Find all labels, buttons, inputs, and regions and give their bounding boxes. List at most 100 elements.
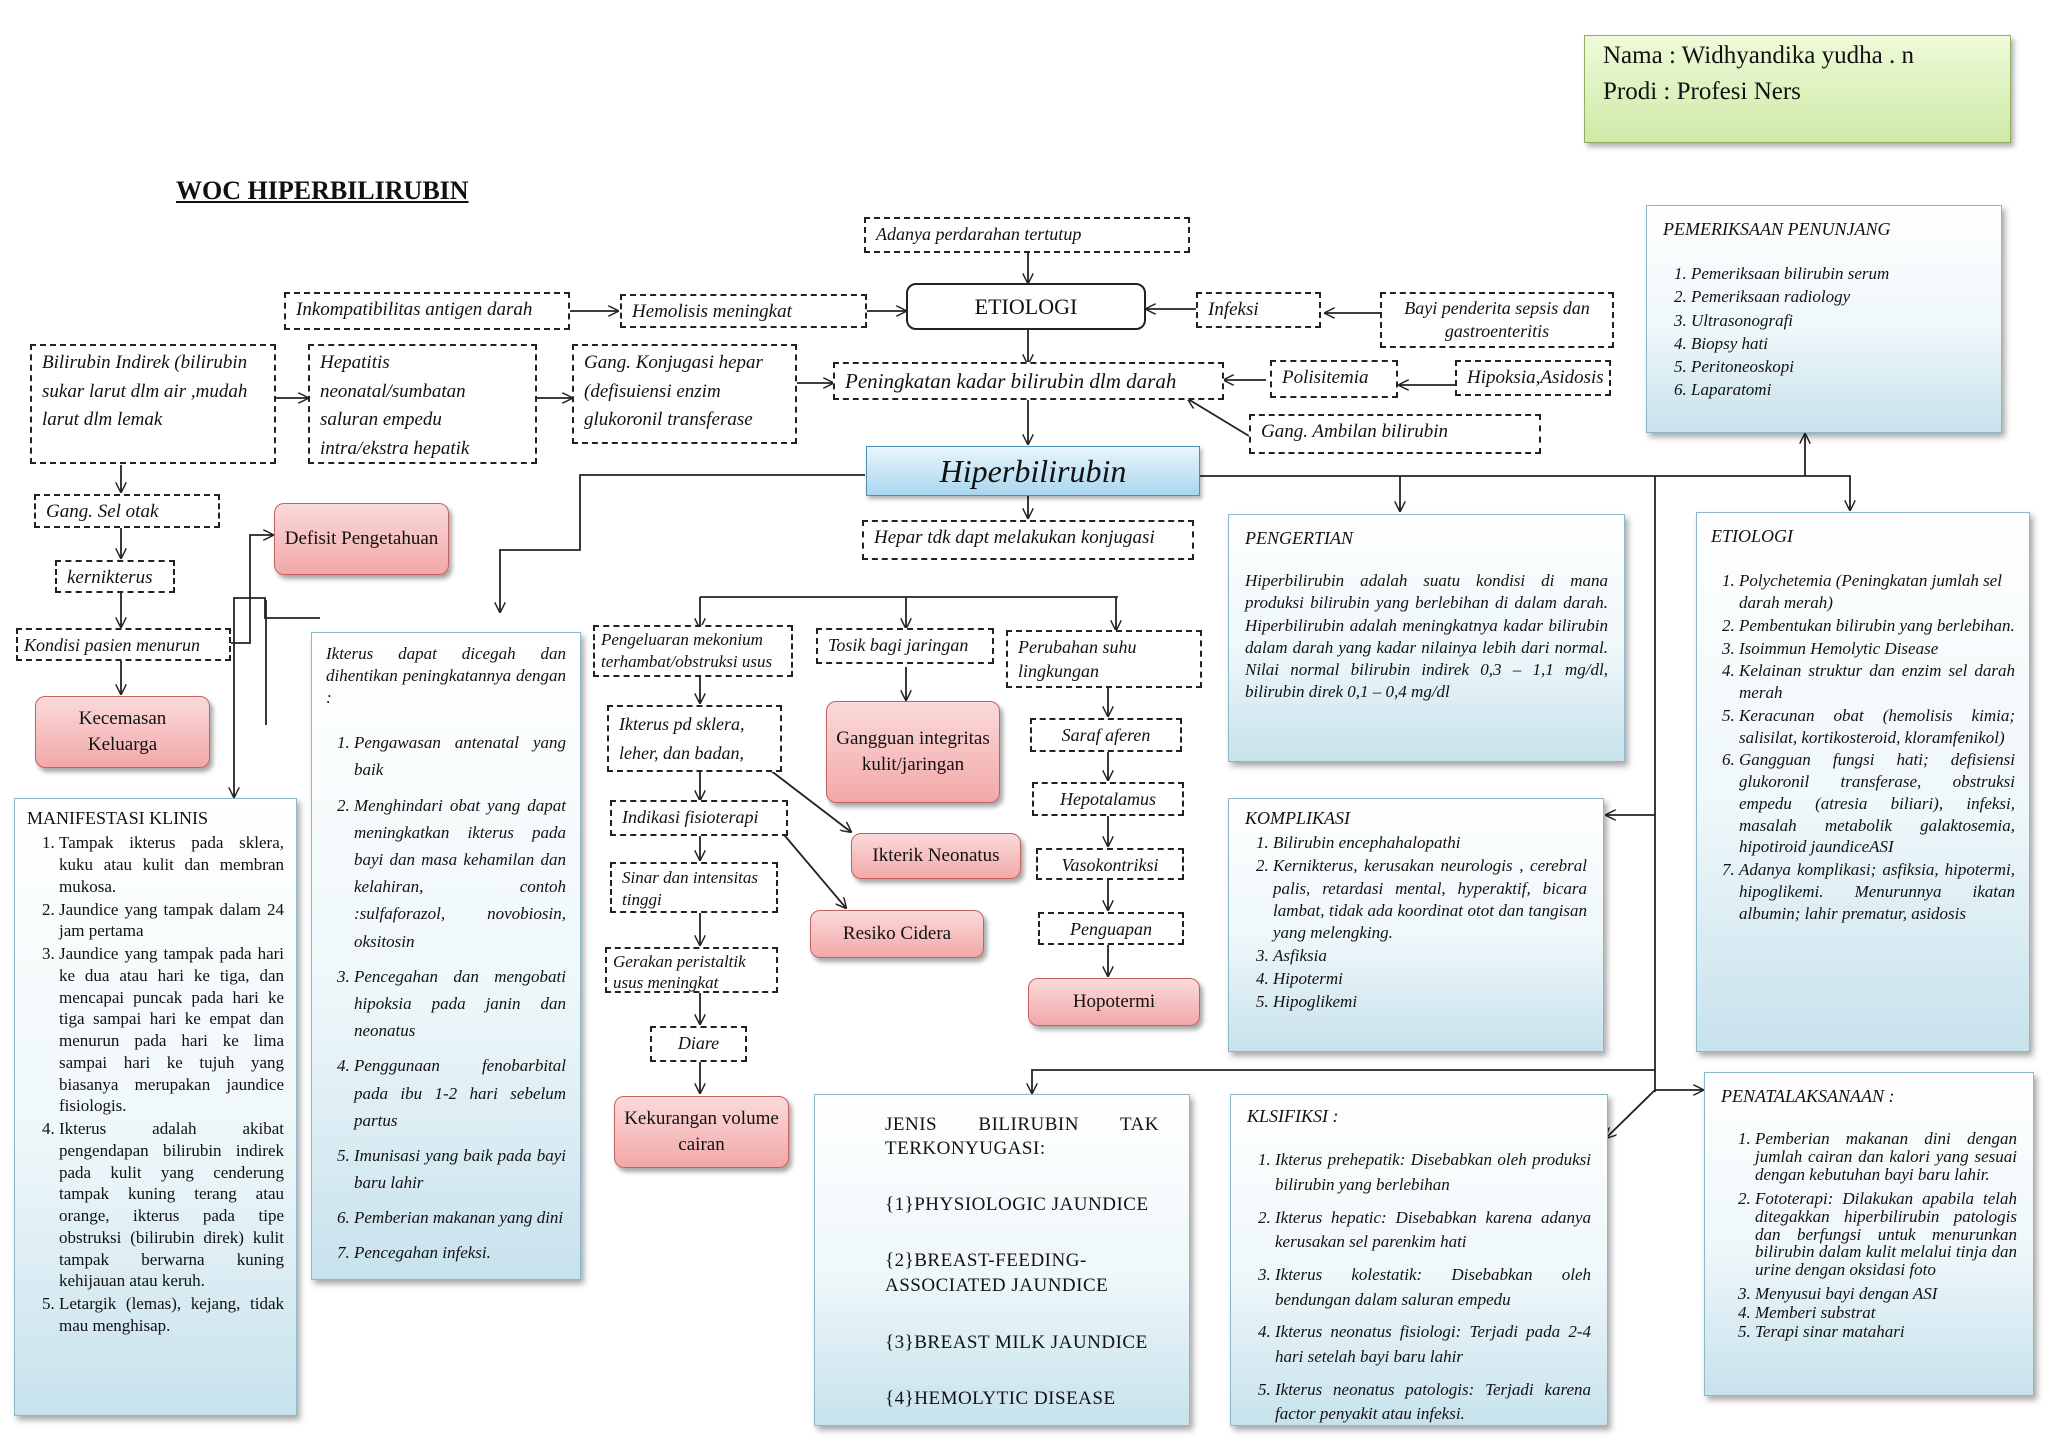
node-sinar: Sinar dan intensitas tinggi (610, 862, 778, 913)
panel-etiologi: ETIOLOGI Polychetemia (Peningkatan jumla… (1696, 512, 2030, 1052)
jenis-item-2: {2}BREAST-FEEDING-ASSOCIATED JAUNDICE (885, 1250, 1109, 1296)
list-item: Hipoglikemi (1273, 991, 1587, 1013)
node-ambilan: Gang. Ambilan bilirubin (1249, 414, 1541, 454)
node-toksik: Tosik bagi jaringan (816, 628, 994, 664)
panel-jenis-title: JENIS BILIRUBIN TAK TERKONYUGASI: (885, 1114, 1159, 1159)
panel-pemeriksaan: PEMERIKSAAN PENUNJANG Pemeriksaan biliru… (1646, 205, 2002, 433)
node-etiologi: ETIOLOGI (906, 283, 1146, 330)
node-vasokontriksi: Vasokontriksi (1036, 848, 1184, 880)
list-item: Jaundice yang tampak dalam 24 jam pertam… (59, 899, 284, 943)
panel-komplikasi: KOMPLIKASI Bilirubin encephahalopathi Ke… (1228, 798, 1604, 1052)
diagnosis-resiko: Resiko Cidera (810, 910, 984, 958)
list-item: Pemberian makanan dini dengan jumlah cai… (1755, 1130, 2017, 1184)
list-item: Isoimmun Hemolytic Disease (1739, 638, 2015, 660)
list-item: Pemberian makanan yang dini (354, 1204, 566, 1231)
node-bilirubin-indirek: Bilirubin Indirek (bilirubin sukar larut… (30, 344, 276, 464)
list-item: Ikterus neonatus patologis: Terjadi kare… (1275, 1378, 1591, 1427)
list-item: Biopsy hati (1691, 333, 1985, 355)
node-hipoksia: Hipoksia,Asidosis (1455, 360, 1611, 396)
panel-penatalaksanaan: PENATALAKSANAAN : Pemberian makanan dini… (1704, 1072, 2034, 1396)
list-item: Asfiksia (1273, 945, 1587, 967)
panel-jenis: JENIS BILIRUBIN TAK TERKONYUGASI: {1}PHY… (814, 1094, 1190, 1426)
list-item: Ikterus kolestatik: Disebabkan oleh bend… (1275, 1263, 1591, 1312)
node-gerakan: Gerakan peristaltik usus meningkat (605, 947, 778, 993)
node-hemolisis: Hemolisis meningkat (620, 294, 867, 328)
node-konjugasi: Gang. Konjugasi hepar (defisuiensi enzim… (572, 344, 797, 444)
list-item: Imunisasi yang baik pada bayi baru lahir (354, 1142, 566, 1196)
panel-etiologi-title: ETIOLOGI (1711, 526, 1794, 546)
node-polisitemia: Polisitemia (1270, 360, 1398, 398)
list-item: Pemeriksaan bilirubin serum (1691, 263, 1985, 285)
panel-pengertian-title: PENGERTIAN (1245, 528, 1353, 548)
panel-klasifikasi: KLSIFIKSI : Ikterus prehepatik: Disebabk… (1230, 1094, 1608, 1426)
panel-komplikasi-title: KOMPLIKASI (1245, 808, 1350, 828)
panel-pencegahan: Ikterus dapat dicegah dan dihentikan pen… (311, 632, 581, 1280)
node-penguapan: Penguapan (1038, 912, 1184, 945)
list-item: Pencegahan dan mengobati hipoksia pada j… (354, 963, 566, 1045)
node-inkompatibilitas: Inkompatibilitas antigen darah (284, 292, 570, 330)
node-ikterus-sklera: Ikterus pd sklera, leher, dan badan, (607, 705, 782, 772)
jenis-item-1: {1}PHYSIOLOGIC JAUNDICE (885, 1193, 1149, 1215)
komplikasi-list: Bilirubin encephahalopathi Kernikterus, … (1245, 832, 1587, 1013)
node-perdarahan: Adanya perdarahan tertutup (864, 217, 1190, 253)
list-item: Memberi substrat (1755, 1304, 2017, 1322)
list-item: Fototerapi: Dilakukan apabila telah dite… (1755, 1189, 2017, 1279)
diagnosis-kekurangan: Kekurangan volume cairan (614, 1096, 789, 1168)
list-item: Laparatomi (1691, 379, 1985, 401)
node-mekonium: Pengeluaran mekonium terhambat/obstruksi… (593, 625, 793, 677)
list-item: Gangguan fungsi hati; defisiensi glukoro… (1739, 749, 2015, 858)
list-item: Menghindari obat yang dapat meningkatkan… (354, 792, 566, 955)
list-item: Ikterus hepatic: Disebabkan karena adany… (1275, 1206, 1591, 1255)
diagnosis-hipotermi: Hopotermi (1028, 978, 1200, 1026)
pengertian-text: Hiperbilirubin adalah suatu kondisi di m… (1245, 571, 1608, 701)
klasifikasi-list: Ikterus prehepatik: Disebabkan oleh prod… (1247, 1148, 1591, 1426)
node-sepsis: Bayi penderita sepsis dan gastroenteriti… (1380, 292, 1614, 348)
list-item: Pemeriksaan radiology (1691, 286, 1985, 308)
list-item: Keracunan obat (hemolisis kimia; salisil… (1739, 705, 2015, 749)
list-item: Ultrasonografi (1691, 310, 1985, 332)
node-infeksi: Infeksi (1196, 292, 1321, 328)
pencegahan-list: Pengawasan antenatal yang baik Menghinda… (326, 729, 566, 1266)
node-hepatitis: Hepatitis neonatal/sumbatan saluran empe… (308, 344, 537, 464)
author-prodi: Prodi : Profesi Ners (1603, 78, 1801, 106)
node-hiperbilirubin: Hiperbilirubin (866, 446, 1200, 496)
list-item: Pengawasan antenatal yang baik (354, 729, 566, 783)
list-item: Terapi sinar matahari (1755, 1322, 2017, 1341)
list-item: Kernikterus, kerusakan neurologis , cere… (1273, 855, 1587, 943)
node-sel-otak: Gang. Sel otak (34, 494, 220, 528)
panel-manifestasi-title: MANIFESTASI KLINIS (27, 808, 209, 828)
list-item: Ikterus adalah akibat pengendapan biliru… (59, 1118, 284, 1292)
panel-penatalaksanaan-title: PENATALAKSANAAN : (1721, 1086, 1895, 1106)
node-peningkatan: Peningkatan kadar bilirubin dlm darah (833, 362, 1224, 400)
list-item: Pembentukan bilirubin yang berlebihan. (1739, 615, 2015, 637)
diagnosis-defisit: Defisit Pengetahuan (274, 503, 449, 575)
list-item: Kelainan struktur dan enzim sel darah me… (1739, 660, 2015, 704)
list-item: Letargik (lemas), kejang, tidak mau meng… (59, 1293, 284, 1337)
node-kernikterus: kernikterus (55, 560, 175, 593)
jenis-item-4: {4}HEMOLYTIC DISEASE (885, 1388, 1116, 1410)
diagnosis-ikterik: Ikterik Neonatus (851, 833, 1021, 879)
list-item: Adanya komplikasi; asfiksia, hipotermi, … (1739, 859, 2015, 924)
node-diare: Diare (650, 1026, 747, 1062)
pemeriksaan-list: Pemeriksaan bilirubin serum Pemeriksaan … (1663, 263, 1985, 401)
pencegahan-intro: Ikterus dapat dicegah dan dihentikan pen… (326, 644, 566, 708)
node-suhu: Perubahan suhu lingkungan (1006, 630, 1202, 688)
panel-klasifikasi-title: KLSIFIKSI : (1247, 1106, 1339, 1126)
panel-pengertian: PENGERTIAN Hiperbilirubin adalah suatu k… (1228, 514, 1625, 762)
node-kondisi: Kondisi pasien menurun (16, 628, 231, 661)
manifestasi-list: Tampak ikterus pada sklera, kuku atau ku… (27, 832, 284, 1336)
diagnosis-gangguan: Gangguan integritas kulit/jaringan (826, 701, 1000, 803)
list-item: Tampak ikterus pada sklera, kuku atau ku… (59, 832, 284, 897)
diagnosis-kecemasan: Kecemasan Keluarga (35, 696, 210, 768)
node-hipotalamus: Hepotalamus (1032, 782, 1184, 816)
list-item: Bilirubin encephahalopathi (1273, 832, 1587, 854)
list-item: Ikterus neonatus fisiologi: Terjadi pada… (1275, 1320, 1591, 1369)
panel-pemeriksaan-title: PEMERIKSAAN PENUNJANG (1663, 219, 1891, 239)
list-item: Ikterus prehepatik: Disebabkan oleh prod… (1275, 1148, 1591, 1197)
author-box: Nama : Widhyandika yudha . n Prodi : Pro… (1584, 35, 2011, 143)
node-hepar-tdk: Hepar tdk dapt melakukan konjugasi (862, 520, 1194, 560)
list-item: Penggunaan fenobarbital pada ibu 1-2 har… (354, 1052, 566, 1134)
list-item: Hipotermi (1273, 968, 1587, 990)
penatalaksanaan-list: Pemberian makanan dini dengan jumlah cai… (1721, 1130, 2017, 1340)
